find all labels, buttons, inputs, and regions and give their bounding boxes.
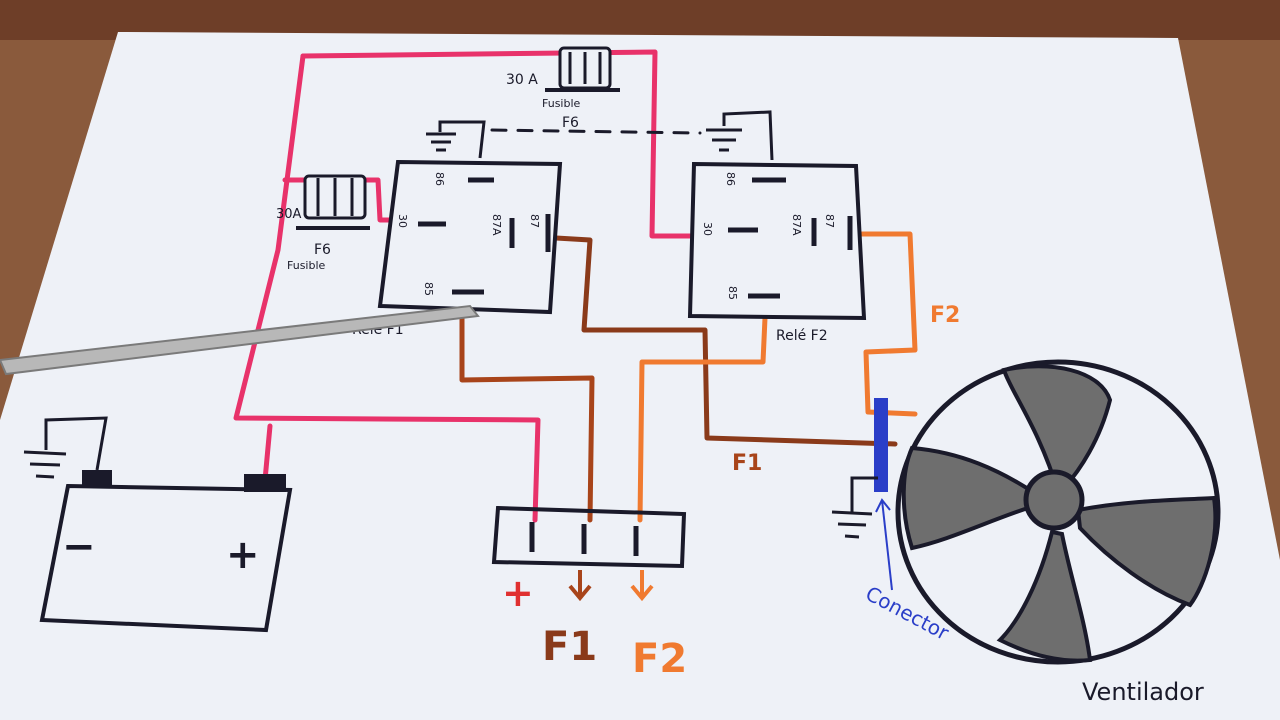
fan-blade: [901, 445, 1039, 551]
relay1-body: [377, 159, 563, 315]
relay2-85-wire: [637, 315, 768, 523]
fuse-left-rating: 30A: [276, 207, 302, 222]
output-label-f1: F1: [542, 624, 597, 670]
fuse-top-name: F6: [562, 115, 579, 131]
battery-ground-icon: [35, 474, 55, 479]
output-arrow-f1-head: [568, 584, 592, 602]
fan-ground-icon: [837, 522, 867, 527]
output-connector-body: [491, 505, 687, 569]
fuse-left-name: F6: [314, 242, 331, 258]
relay1-85-wire: [459, 307, 595, 523]
relay1: 86 30 87 87A 85: [377, 120, 563, 315]
relay1-ground-lead: [438, 120, 486, 159]
relay2-name: Relé F2: [776, 328, 828, 344]
battery-ground-icon: [23, 450, 67, 456]
relay2-pin87a-label: 87A: [790, 214, 803, 236]
power-wire-left: [233, 53, 541, 523]
output-arrow-f2-head: [630, 584, 654, 602]
fuse-left-word: Fusible: [287, 259, 326, 272]
fan-ground-icon: [844, 534, 860, 539]
relay1-pin87-label: 87: [528, 214, 541, 228]
wire-label-f2: F2: [930, 303, 960, 328]
fuse-top-word: Fusible: [542, 97, 581, 110]
fan: [895, 359, 1221, 665]
wire-label-f1: F1: [732, 451, 762, 476]
battery-plus-sign: +: [226, 532, 260, 578]
relay2-pin87-label: 87: [823, 214, 836, 228]
pointer-stick: [0, 304, 480, 376]
relay2-body: [687, 161, 867, 321]
output-label-plus: +: [502, 571, 534, 615]
fuse-top: [545, 46, 620, 92]
output-label-f2: F2: [632, 636, 687, 682]
battery: − +: [23, 416, 293, 633]
fan-ring: [895, 359, 1221, 665]
fan-blade: [1075, 495, 1218, 608]
fan-ground-icon: [831, 510, 873, 516]
fan-blade: [1001, 364, 1113, 496]
relay2-ground-lead: [722, 110, 774, 161]
relay1-pin86-label: 86: [433, 172, 446, 186]
relay2: 86 30 87 87A 85: [687, 110, 867, 321]
relay1-pin87a-label: 87A: [490, 214, 503, 236]
fan-connector-body: [874, 398, 888, 492]
relay1-pin30-label: 30: [396, 214, 409, 228]
relay1-pin85-label: 85: [422, 282, 435, 296]
connector-pointer-head: [875, 498, 891, 513]
fan-label: Ventilador: [1082, 678, 1204, 706]
battery-plus-wire: [262, 423, 273, 483]
battery-body: [39, 483, 293, 633]
relay2-pin30-label: 30: [701, 222, 714, 236]
power-wire-top: [300, 49, 693, 239]
fuse-top-rating: 30 A: [506, 72, 538, 88]
fuse-left: [296, 174, 370, 230]
fan-connector: [831, 398, 893, 591]
battery-ground-icon: [29, 462, 61, 467]
battery-ground-lead: [44, 416, 108, 471]
battery-minus-sign: −: [62, 524, 96, 570]
relay2-pin85-label: 85: [726, 286, 739, 300]
fan-blade: [996, 529, 1093, 663]
relay1-87-wire-f1: [553, 235, 898, 447]
output-connector: [491, 505, 687, 602]
battery-neg-terminal: [82, 470, 112, 488]
connector-pointer: [881, 499, 893, 591]
relay-ground-link: [490, 128, 702, 135]
fan-ground-lead: [850, 476, 878, 512]
battery-pos-terminal: [244, 474, 286, 492]
relay2-pin86-label: 86: [724, 172, 737, 186]
fan-hub: [1023, 469, 1085, 531]
